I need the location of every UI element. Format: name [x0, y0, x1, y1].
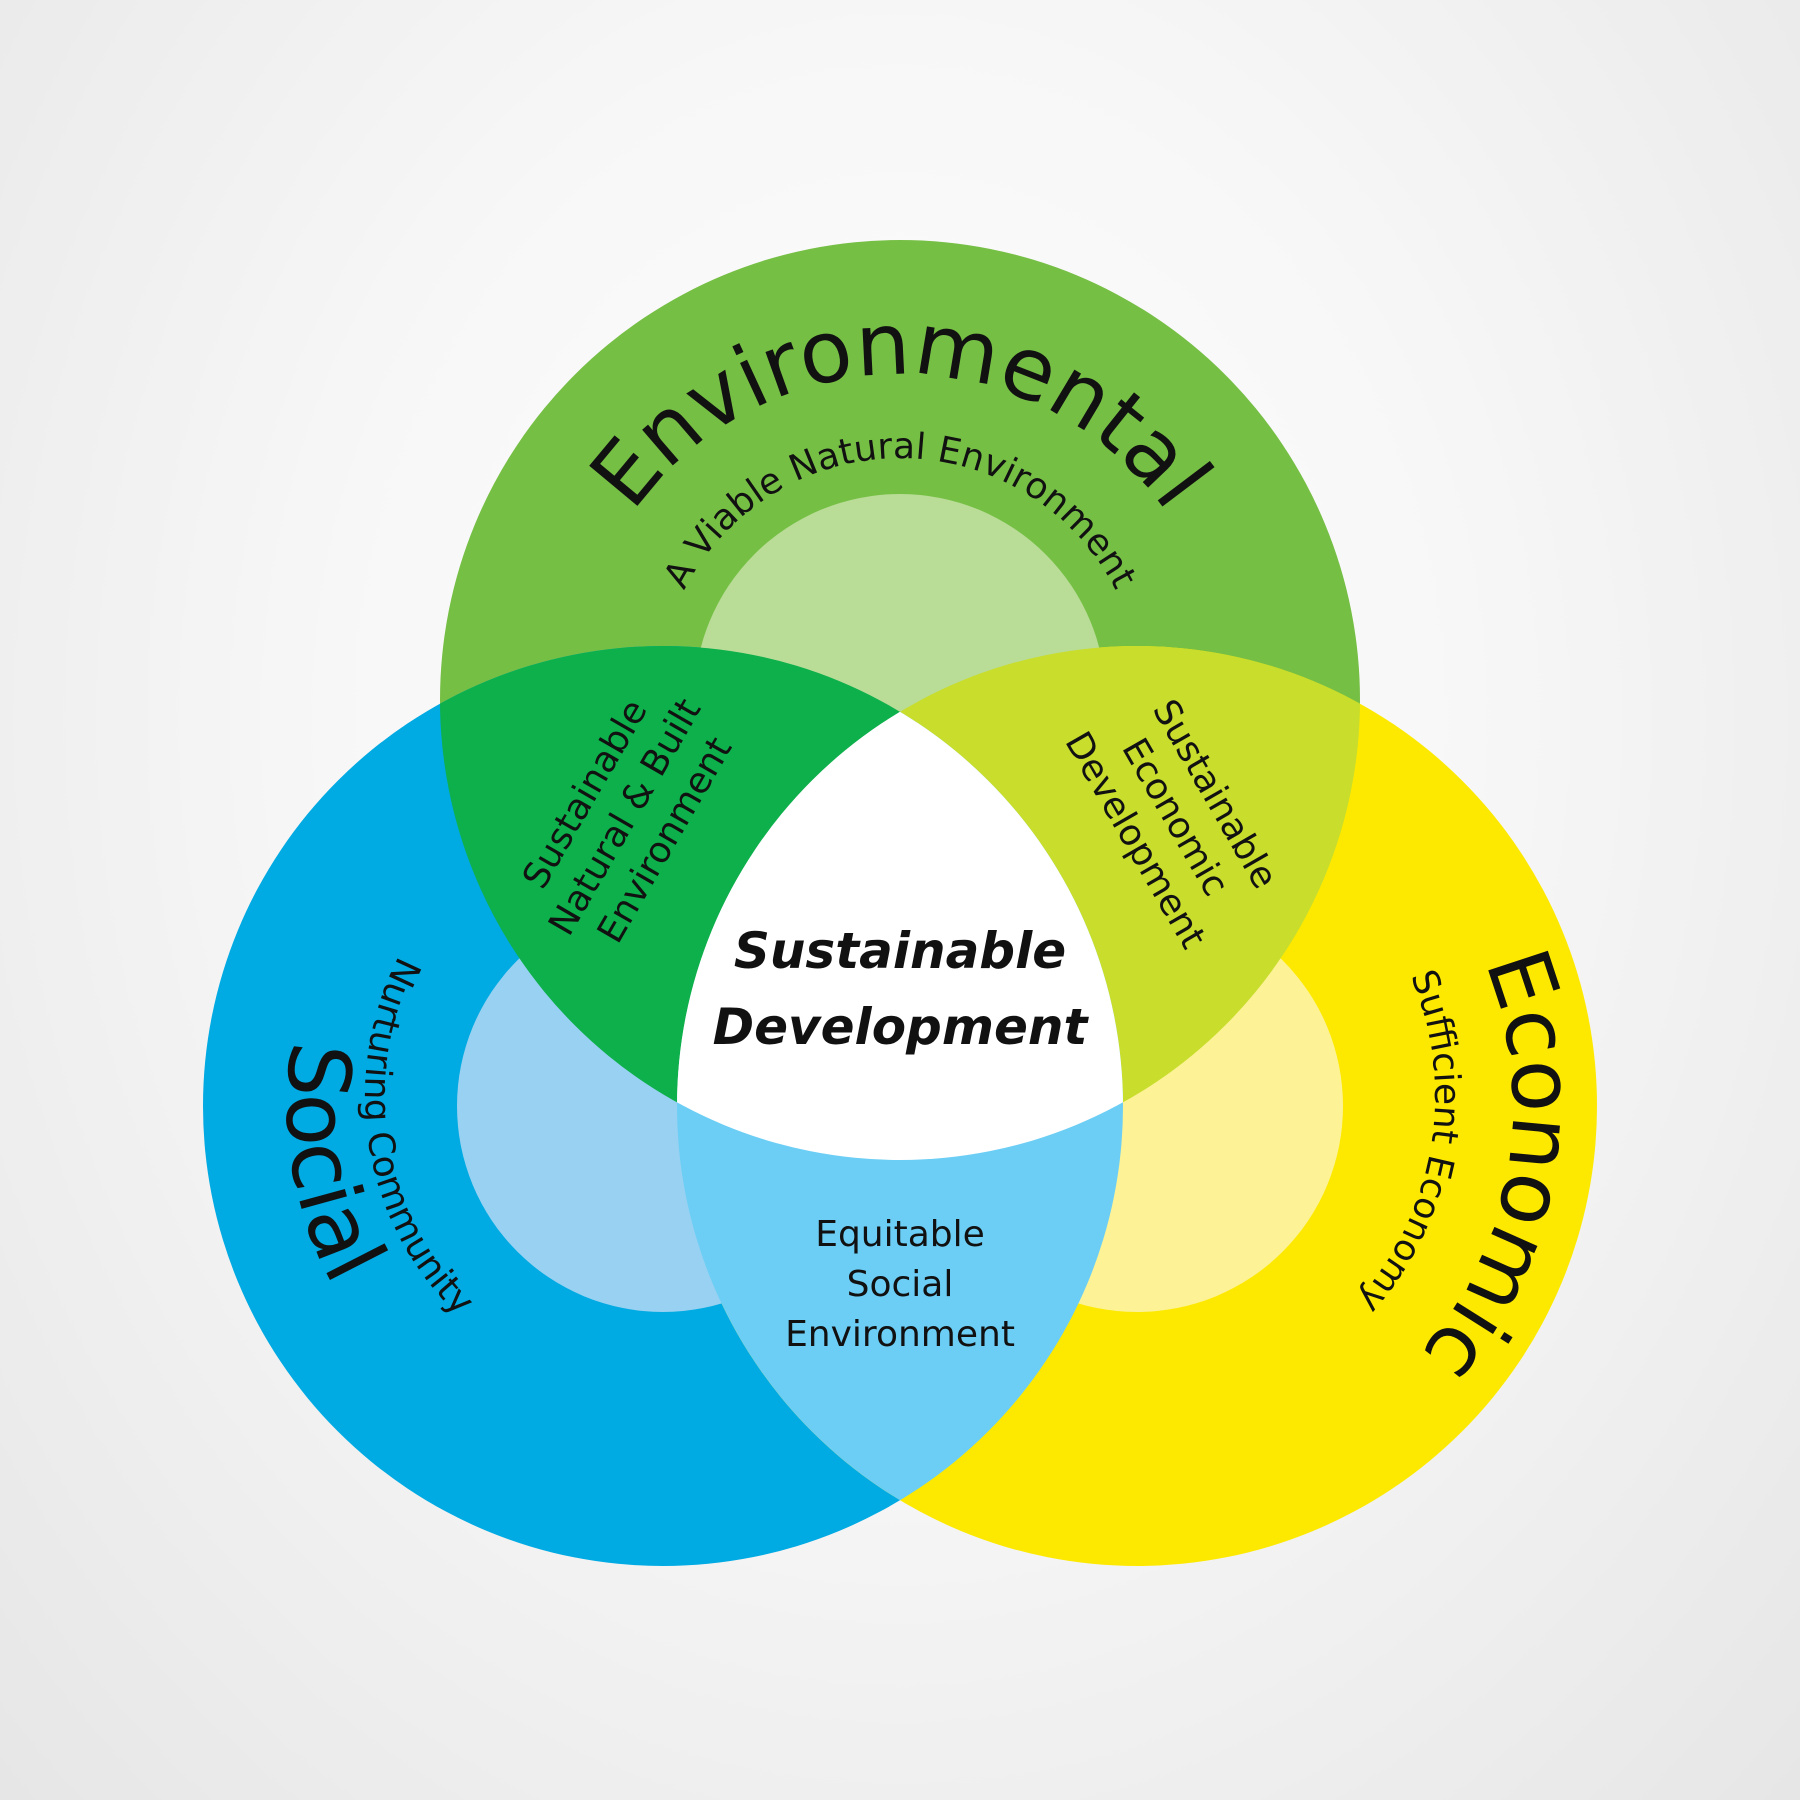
- center-label-line-2: Development: [713, 998, 1090, 1056]
- social-economic-label-line-3: Environment: [785, 1314, 1015, 1355]
- center-label-line-1: Sustainable: [734, 922, 1066, 980]
- social-economic-label-line-1: Equitable: [815, 1214, 985, 1255]
- social-economic-label-line-2: Social: [847, 1264, 954, 1305]
- center-overlap: [677, 646, 1123, 1160]
- social-economic-label: Equitable Social Environment: [785, 1214, 1015, 1355]
- center-label: Sustainable Development: [713, 922, 1090, 1056]
